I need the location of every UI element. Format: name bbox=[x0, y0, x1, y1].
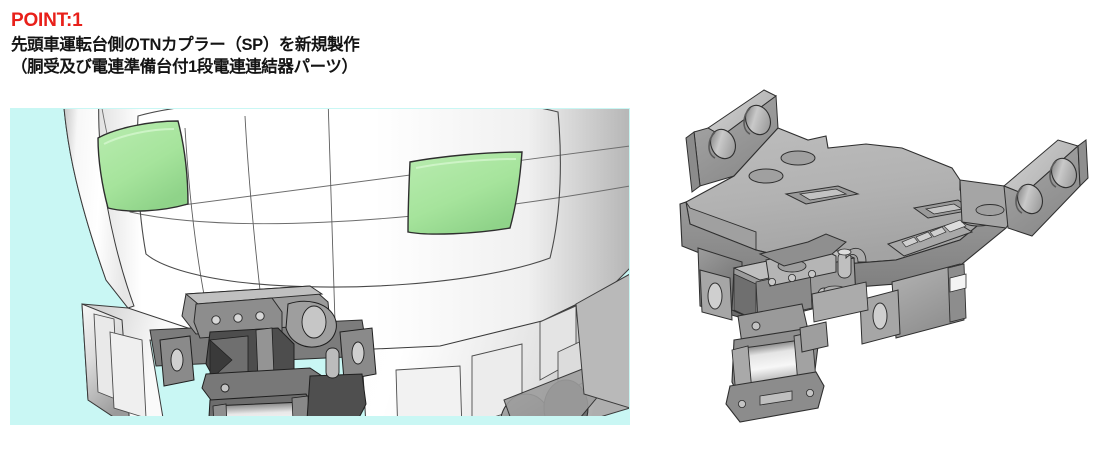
train-panel-border bbox=[10, 108, 630, 425]
left-mounting-lug-pair bbox=[685, 89, 779, 193]
front-panel-seam-3 bbox=[327, 108, 336, 323]
left-lug-hole-outer-shadow bbox=[743, 107, 751, 135]
ribbing-line-3 bbox=[929, 226, 947, 238]
header-text-block: POINT:1 先頭車運転台側のTNカプラー（SP）を新規製作 （胴受及び電連準… bbox=[11, 10, 651, 78]
cover-plate-slot bbox=[759, 390, 793, 406]
plate-hole-a bbox=[780, 150, 816, 166]
left-window-highlight bbox=[103, 128, 175, 145]
knuckle-bolt-3 bbox=[807, 269, 816, 278]
description-line-1: 先頭車運転台側のTNカプラー（SP）を新規製作 bbox=[11, 36, 360, 54]
point-label: POINT:1 bbox=[11, 10, 83, 31]
plate-hole-b bbox=[748, 168, 784, 184]
roof-curve-line-2 bbox=[129, 185, 630, 225]
front-panel-seam-1 bbox=[184, 127, 206, 301]
prep-base-pin bbox=[220, 383, 230, 393]
right-arm-hole bbox=[975, 204, 1005, 216]
car-side-lower-right bbox=[575, 273, 630, 409]
knuckle-bolt-1 bbox=[768, 277, 777, 286]
coupler-center-body-facet2 bbox=[209, 339, 233, 381]
right-guard-hole bbox=[351, 341, 365, 365]
ribbing-line-2 bbox=[915, 231, 933, 243]
train-front-cad-svg bbox=[10, 108, 630, 425]
skirt-recess-left-2 bbox=[109, 331, 147, 419]
train-front-cad-figure bbox=[10, 108, 630, 425]
coupler-swing-arm bbox=[306, 373, 367, 425]
right-lug-hole-inner bbox=[1016, 183, 1044, 215]
train-panel-bottom-mask bbox=[10, 416, 630, 425]
skirt-recess-right-1 bbox=[395, 365, 463, 425]
right-lug-hole-outer bbox=[1050, 157, 1078, 189]
left-guard-hole bbox=[170, 348, 184, 372]
prep-post-cap bbox=[837, 248, 852, 256]
left-front-window-green bbox=[97, 120, 189, 212]
cover-plate-screw-right bbox=[805, 388, 814, 397]
right-lower-side-block-step bbox=[947, 263, 967, 323]
right-window-highlight bbox=[415, 158, 517, 169]
coupler-pin bbox=[325, 347, 340, 379]
left-guard-hole bbox=[707, 282, 723, 310]
upper-connecting-link bbox=[758, 233, 847, 267]
front-window-surround bbox=[136, 108, 561, 288]
center-slot-inner bbox=[798, 188, 848, 201]
ribbing-cap bbox=[943, 219, 967, 233]
right-guard-hole bbox=[872, 302, 888, 330]
neck-screw bbox=[751, 321, 761, 331]
left-lug-hole-outer bbox=[744, 104, 772, 136]
rib-hole-2 bbox=[233, 313, 243, 323]
knuckle-bolt-2 bbox=[787, 273, 796, 282]
rear-pivot-face bbox=[301, 305, 327, 339]
left-lug-hole-inner bbox=[709, 128, 737, 160]
coupler-part-assembly bbox=[679, 89, 1089, 423]
tn-coupler-sp-assembly bbox=[149, 285, 377, 425]
right-foot-block bbox=[799, 321, 829, 353]
cab-nose-left-shoulder bbox=[63, 108, 135, 309]
right-mounting-lug-pair bbox=[959, 139, 1089, 237]
detail-ribbing bbox=[886, 219, 974, 257]
right-lug-hole-inner-shadow bbox=[1015, 186, 1023, 214]
right-lug-hole-outer-shadow bbox=[1049, 160, 1057, 188]
coupler-mount-plate-top bbox=[184, 285, 324, 305]
right-block-notch bbox=[949, 273, 967, 293]
right-lug-right-edge bbox=[1077, 139, 1089, 188]
left-lug-left-edge bbox=[685, 131, 701, 193]
right-front-window-green bbox=[407, 151, 523, 235]
description-line-2: （胴受及び電連準備台付1段電連連結器パーツ） bbox=[11, 58, 358, 76]
rib-hole-3 bbox=[255, 311, 265, 321]
front-panel-seam-2 bbox=[244, 115, 263, 309]
coupler-part-cad-svg bbox=[660, 82, 1100, 442]
rear-filler-bar bbox=[811, 281, 869, 323]
cover-plate-screw-left bbox=[738, 399, 747, 408]
ribbing-line-1 bbox=[901, 236, 919, 248]
rib-hole-1 bbox=[211, 315, 221, 325]
center-slot bbox=[784, 185, 860, 205]
coupler-part-cad-figure bbox=[660, 82, 1100, 442]
left-lug-hole-inner-shadow bbox=[708, 131, 716, 159]
